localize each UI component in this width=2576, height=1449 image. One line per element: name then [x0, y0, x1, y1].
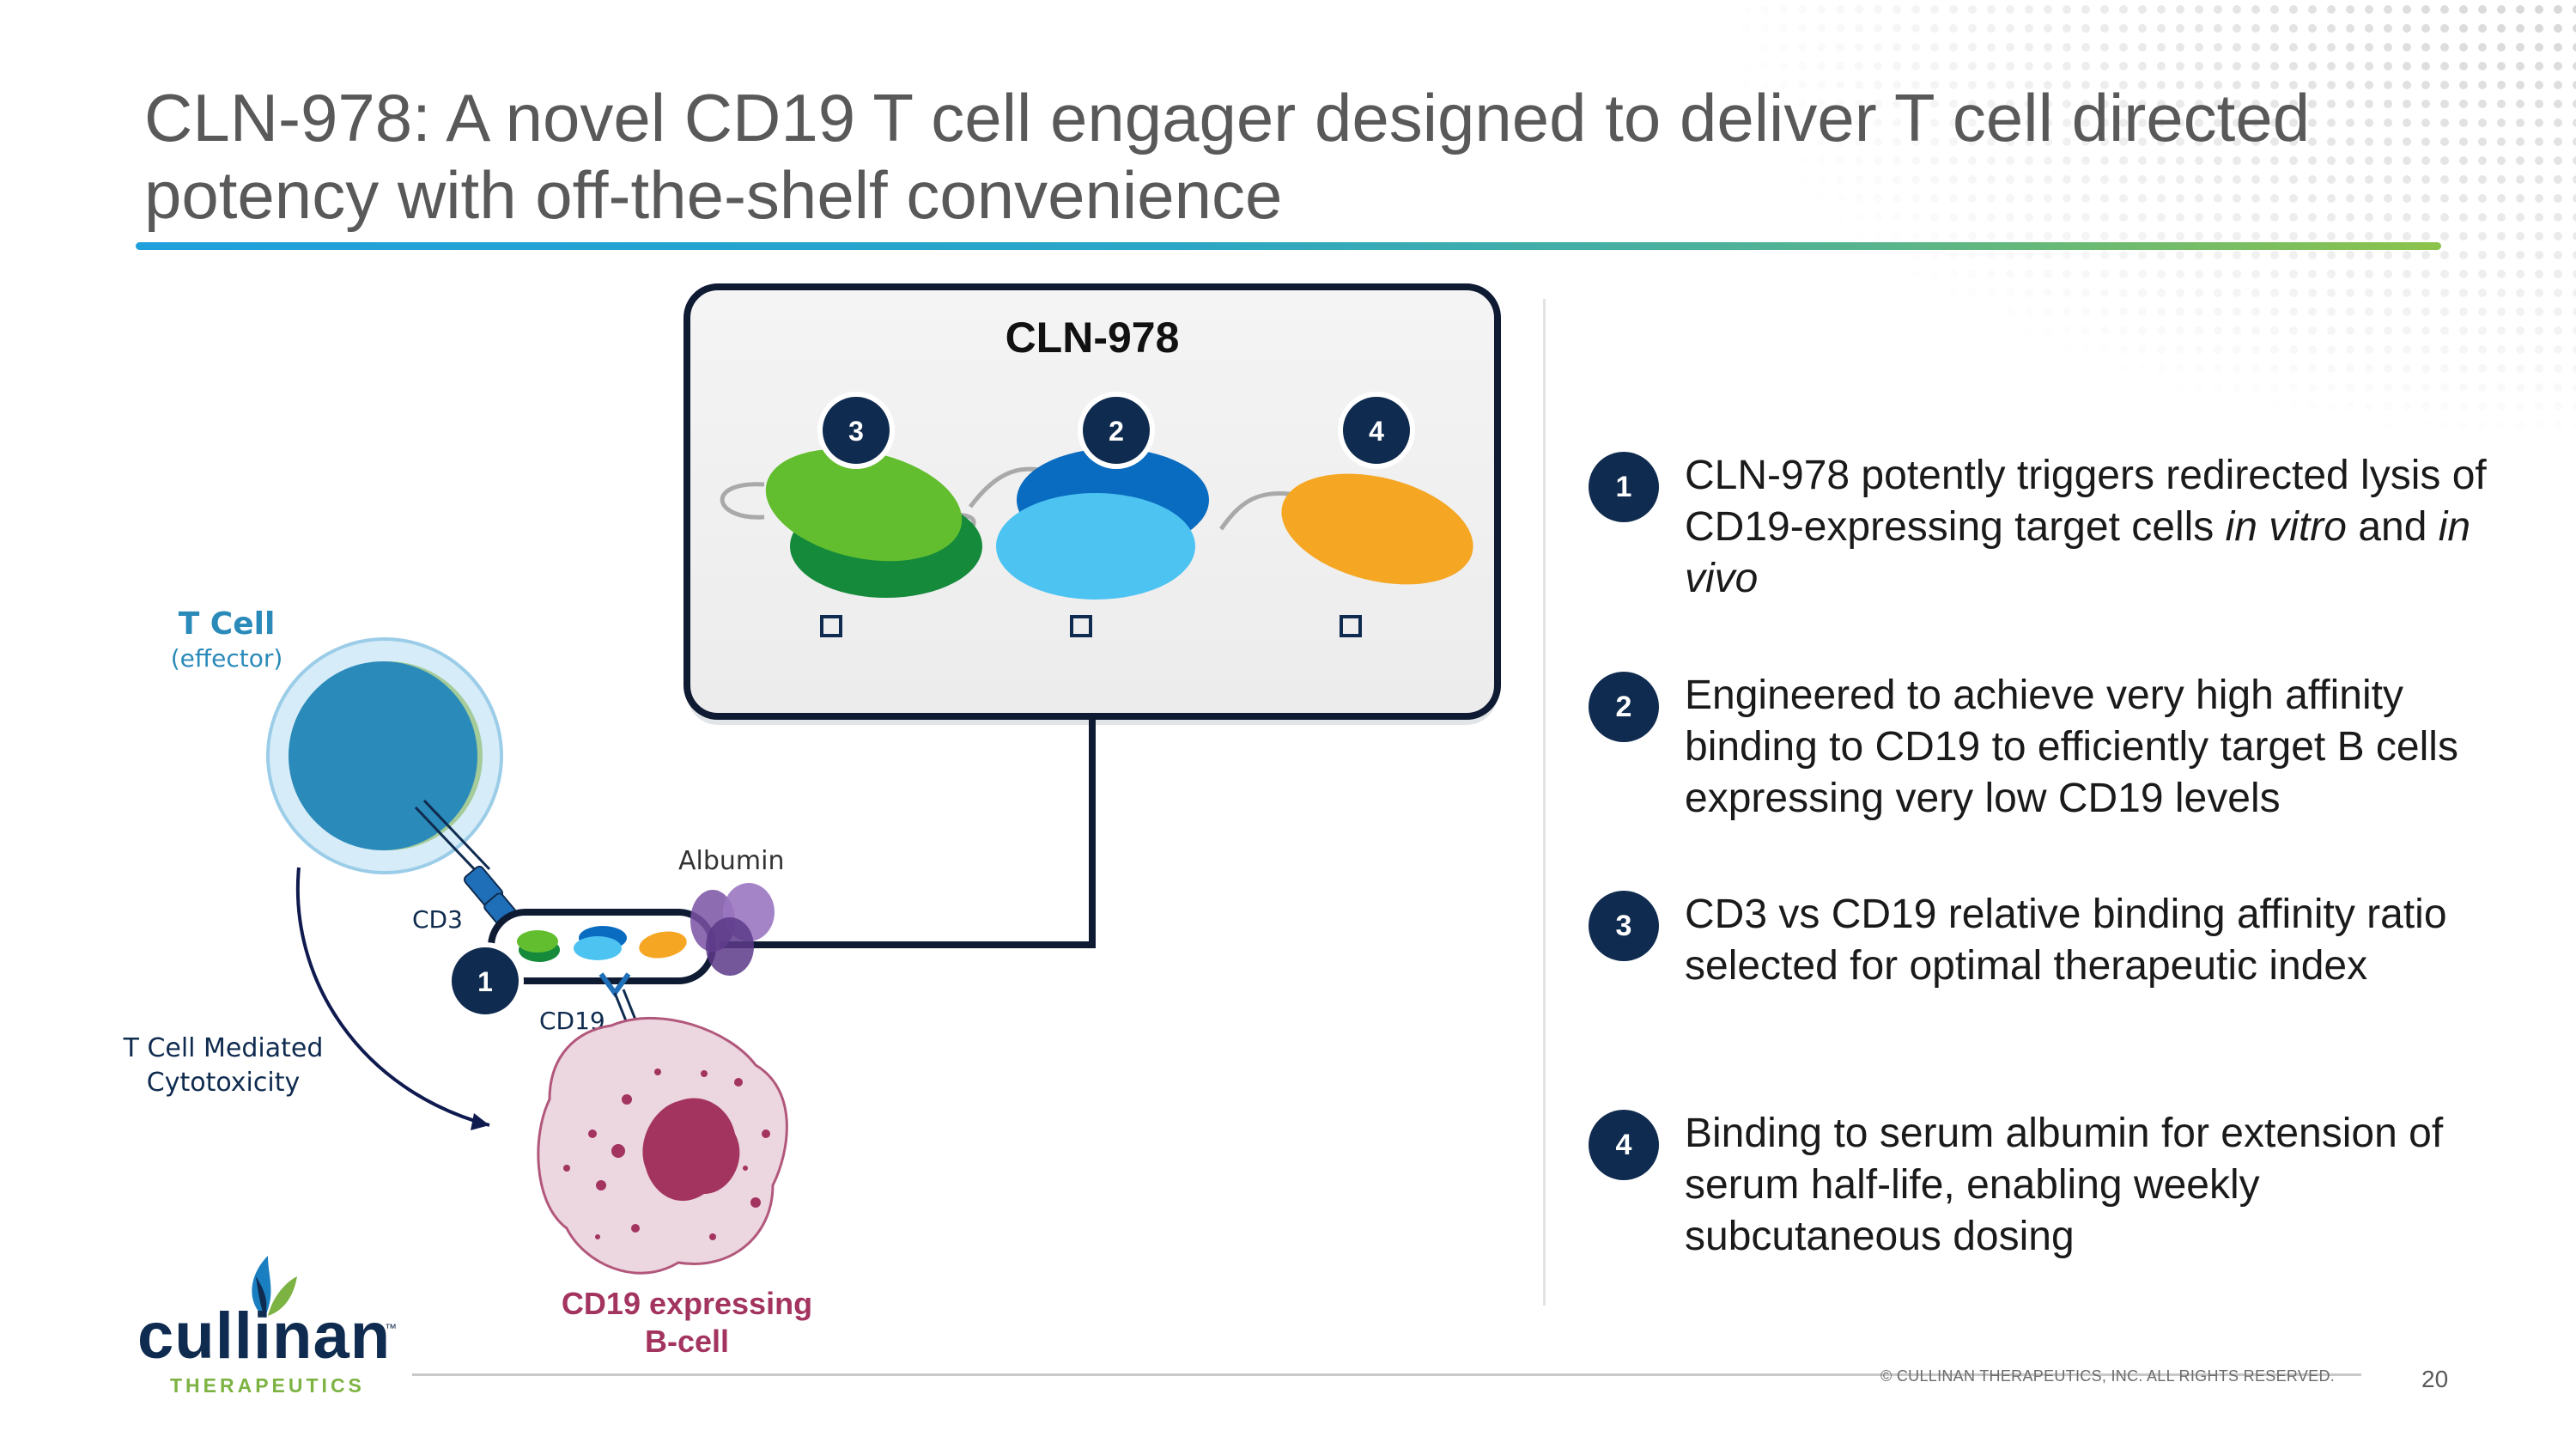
- point-text-italic: in vivo: [1685, 504, 2471, 601]
- domain-marker-4: 4: [1338, 392, 1415, 469]
- point-text-italic: in vitro: [2225, 504, 2347, 550]
- point-text: CD3 vs CD19 relative binding affinity ra…: [1685, 889, 2500, 992]
- albumin-binding-domain: [1281, 473, 1473, 585]
- mechanism-diagram: CLN-978 3 2 4: [123, 283, 1501, 1359]
- slide-title: CLN-978: A novel CD19 T cell engager des…: [144, 80, 2311, 233]
- square-indicator: [1340, 615, 1362, 637]
- point-text: CLN-978 potently triggers redirected lys…: [1685, 450, 2500, 605]
- b-cell: [537, 1016, 788, 1275]
- point-text-span: and: [2346, 504, 2439, 550]
- page-number: 20: [2421, 1366, 2449, 1392]
- b-cell-label-line1: CD19 expressing: [562, 1286, 812, 1321]
- cd19-binding-domain: [996, 448, 1209, 600]
- square-indicator: [1070, 615, 1092, 637]
- footer-rule: [412, 1373, 2361, 1376]
- b-cell-label-line2: B-cell: [645, 1324, 729, 1359]
- domain-marker-label: 2: [1109, 416, 1124, 447]
- molecule-title: CLN-978: [1005, 314, 1180, 362]
- point-number-badge: 1: [1589, 452, 1659, 522]
- domain-marker-label: 3: [848, 416, 864, 447]
- cln-978-molecule-small: [488, 909, 716, 984]
- arrow-label-line1: T Cell Mediated: [123, 1033, 324, 1063]
- domain-marker-2: 2: [1078, 392, 1155, 469]
- logo-tagline: THERAPEUTICS: [170, 1374, 365, 1397]
- logo-trademark: ™: [385, 1321, 397, 1335]
- point-text-span: Engineered to achieve very high affinity…: [1685, 673, 2458, 821]
- copyright-notice: © CULLINAN THERAPEUTICS, INC. ALL RIGHTS…: [1880, 1367, 2336, 1385]
- arrow-label-line2: Cytotoxicity: [147, 1068, 300, 1098]
- domain-marker-label: 4: [1369, 416, 1384, 447]
- logo-wordmark: cullinan: [137, 1300, 392, 1373]
- albumin-protein: [690, 883, 775, 976]
- decorative-dot-pattern: [1717, 0, 2576, 447]
- point-number-badge: 3: [1589, 891, 1659, 961]
- point-text-span: CD3 vs CD19 relative binding affinity ra…: [1685, 892, 2447, 989]
- albumin-label: Albumin: [678, 846, 785, 876]
- cd3-binding-domain: [765, 448, 982, 598]
- leaf-icon: [252, 1256, 297, 1318]
- point-number-badge: 4: [1589, 1110, 1659, 1180]
- point-text: Engineered to achieve very high affinity…: [1685, 670, 2500, 825]
- t-cell-sublabel: (effector): [171, 644, 283, 673]
- cln-978-molecule-box: CLN-978 3 2 4: [683, 283, 1501, 725]
- t-cell-label: T Cell: [179, 606, 276, 642]
- point-text-span: Binding to serum albumin for extension o…: [1685, 1111, 2444, 1259]
- callout-marker-1: 1: [447, 942, 524, 1020]
- company-logo: cullinan ™ THERAPEUTICS: [137, 1256, 397, 1400]
- point-number-badge: 2: [1589, 672, 1659, 742]
- point-text: Binding to serum albumin for extension o…: [1685, 1108, 2500, 1263]
- cytotoxicity-arrow: [295, 867, 490, 1130]
- domain-marker-3: 3: [817, 392, 895, 469]
- t-cell: [266, 637, 503, 874]
- square-indicator: [820, 615, 842, 637]
- cd3-label: CD3: [412, 905, 463, 934]
- zoom-connector-line: [720, 718, 1096, 948]
- vertical-divider: [1543, 299, 1546, 1306]
- title-gradient-rule: [136, 242, 2441, 250]
- point-text-span: CLN-978 potently triggers redirected lys…: [1685, 453, 2487, 550]
- callout-marker-label: 1: [477, 966, 493, 997]
